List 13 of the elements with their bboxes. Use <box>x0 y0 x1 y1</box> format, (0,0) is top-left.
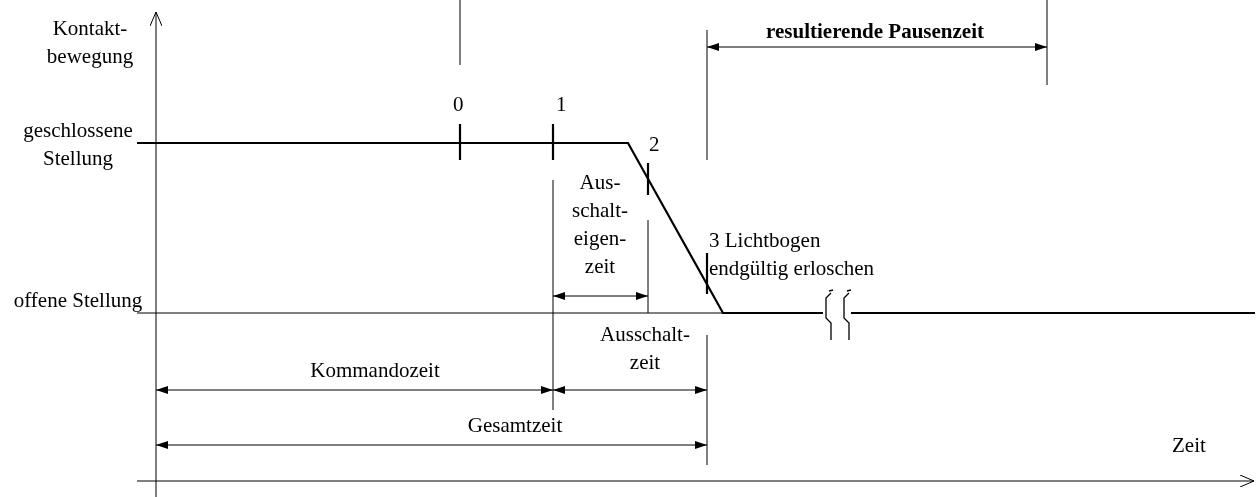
dimension-label: Kommandozeit <box>309 357 441 384</box>
dimension-label: Ausschalt- zeit <box>599 321 691 376</box>
position-label: offene Stellung <box>12 287 144 314</box>
position-label: geschlossene Stellung <box>22 117 134 172</box>
event-label: 3 Lichtbogen endgültig erloschen <box>709 227 876 282</box>
axis-label: Zeit <box>1172 432 1207 459</box>
tick-label: 2 <box>649 131 661 158</box>
tick-label: 0 <box>453 91 465 118</box>
tick-label: 1 <box>556 91 568 118</box>
dimension-label: resultierende Pausenzeit <box>765 18 985 45</box>
axis-label: Kontakt- bewegung <box>45 15 135 70</box>
dimension-label: Gesamtzeit <box>466 412 564 439</box>
dimension-label: Aus- schalt- eigen- zeit <box>571 169 629 280</box>
